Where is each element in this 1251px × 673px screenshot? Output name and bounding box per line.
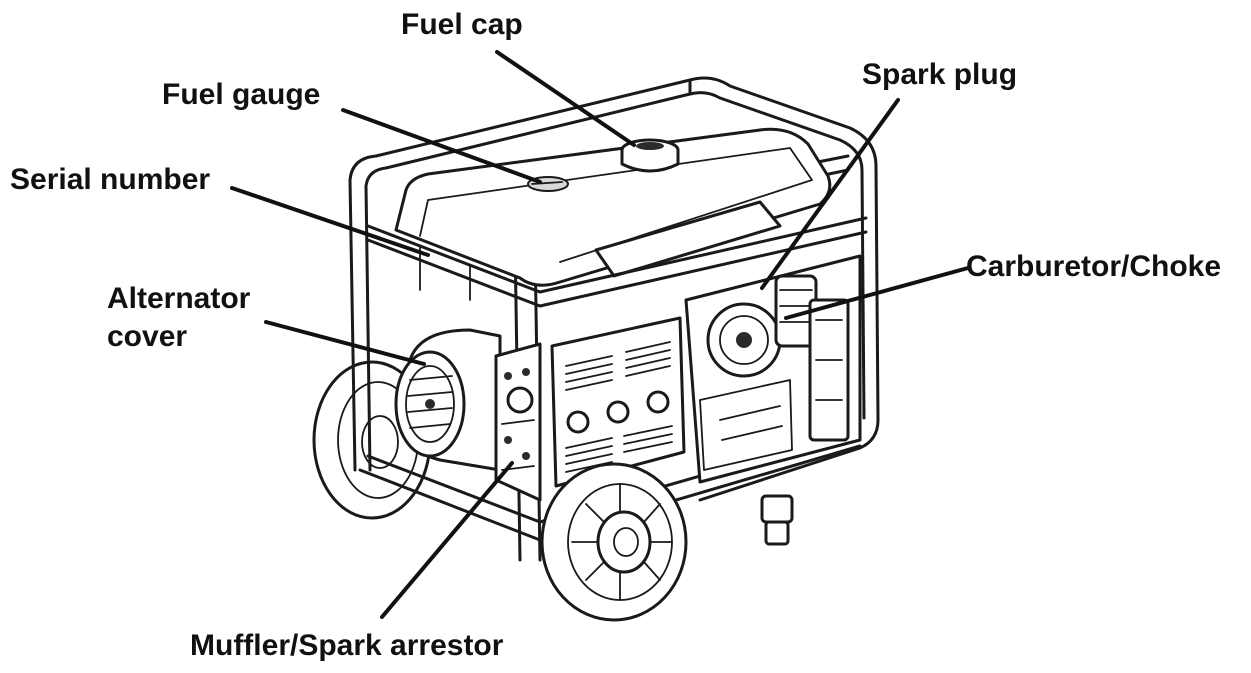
label-serial-number: Serial number [10,163,211,196]
leader-serial-number [230,186,430,257]
front-wheel [540,462,688,622]
leader-spark-plug [760,98,900,290]
engine [684,254,862,484]
leader-lines [230,50,970,619]
label-spark-plug: Spark plug [862,58,1018,91]
leader-fuel-cap [495,50,636,147]
support-leg [760,494,794,546]
outlet-box [550,316,686,488]
leader-muffler-spark-arrestor [380,461,514,619]
control-panel [494,342,542,502]
label-fuel-cap: Fuel cap [401,8,523,41]
leader-fuel-gauge [341,108,542,184]
label-fuel-gauge: Fuel gauge [162,78,321,111]
label-alternator-cover-line1: Alternator [107,282,251,315]
leader-carburetor-choke [784,266,970,320]
label-alternator-cover-line2: cover [107,320,188,353]
tank-rail [366,216,868,308]
label-muffler-spark-arrestor: Muffler/Spark arrestor [190,629,504,662]
leader-alternator-cover [264,320,426,366]
alternator [394,328,502,472]
label-carburetor-choke: Carburetor/Choke [966,250,1222,283]
